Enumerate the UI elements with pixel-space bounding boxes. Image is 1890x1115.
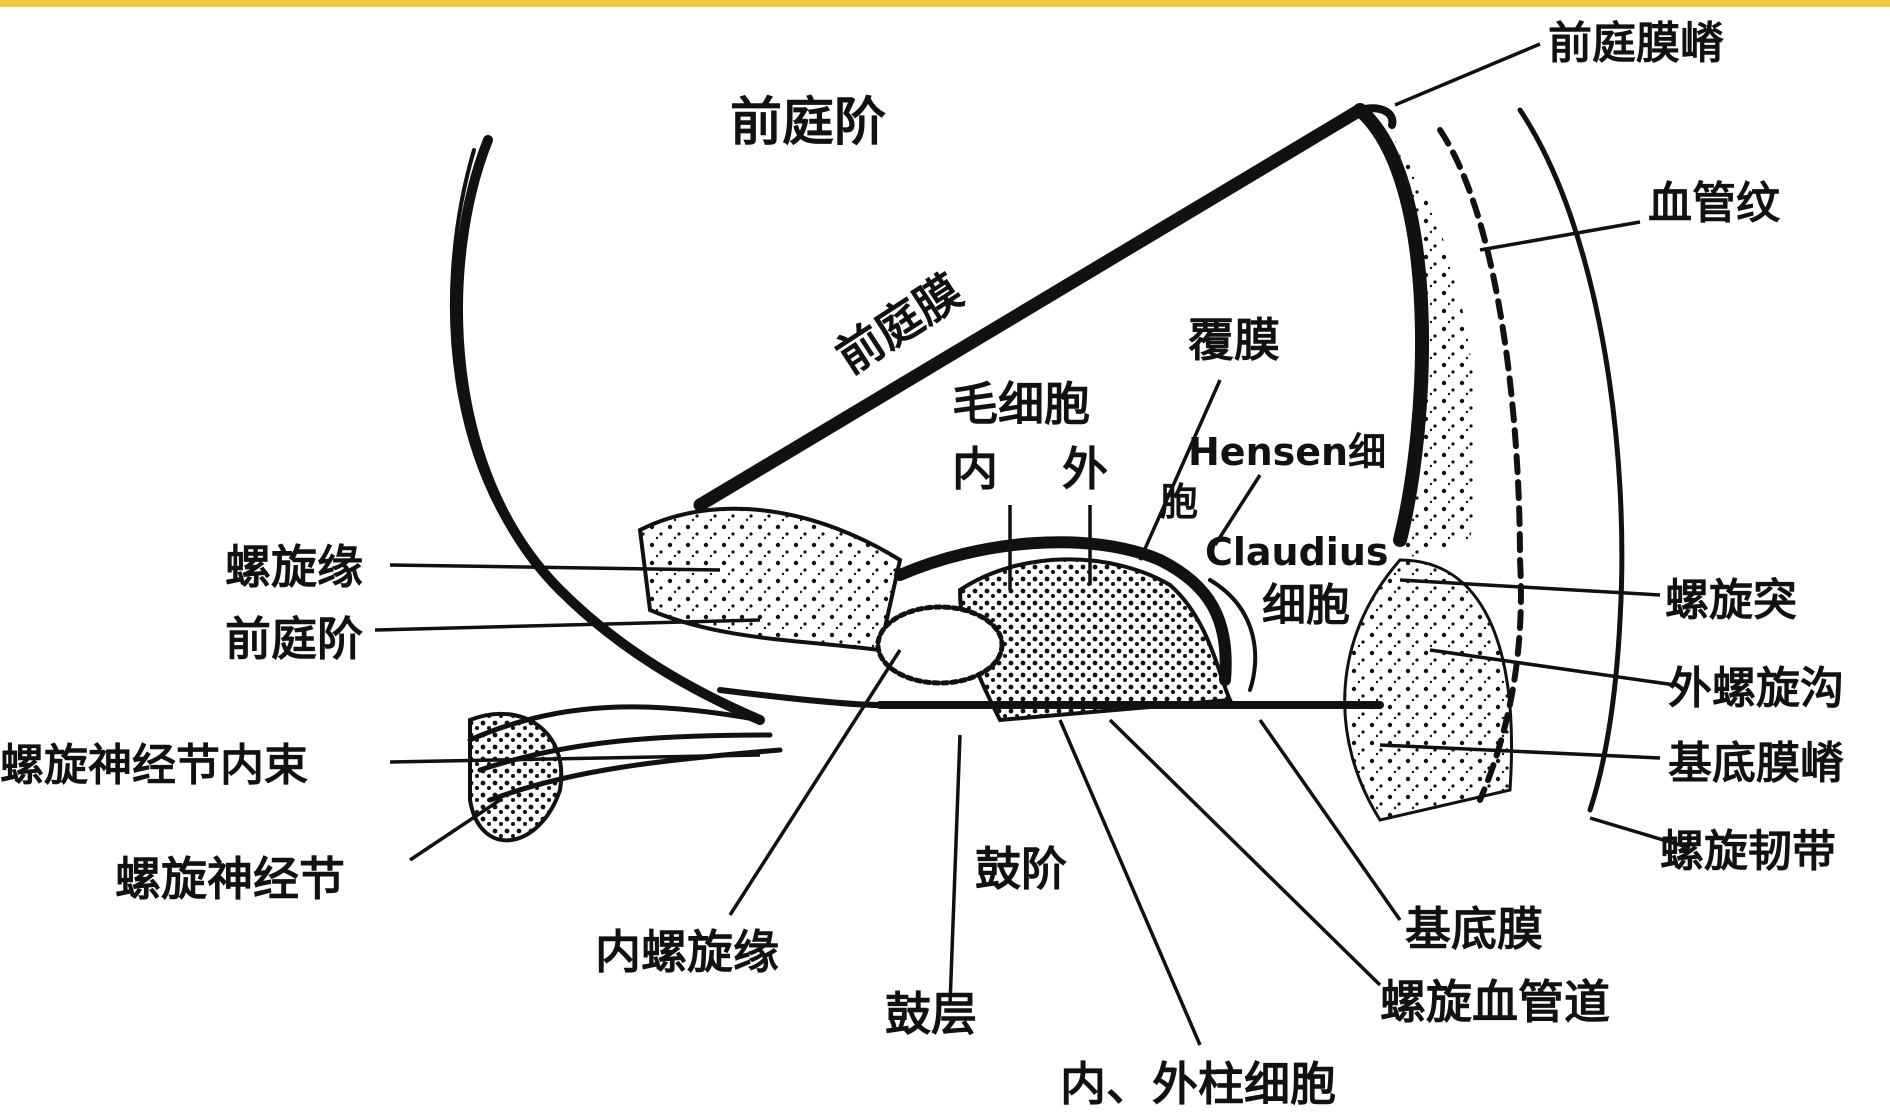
label-outer: 外 — [1062, 442, 1108, 496]
bony-lamina-outline — [458, 140, 760, 720]
label-tympanic-layer: 鼓层 — [885, 987, 977, 1041]
anatomy-drawing — [452, 108, 1622, 840]
label-basilar-membrane: 基底膜 — [1405, 902, 1543, 956]
label-hensen-cells-1: Hensen细 — [1188, 430, 1386, 474]
label-claudius-cells-2: 细胞 — [1262, 580, 1350, 631]
label-pillar-cells: 内、外柱细胞 — [1060, 1057, 1336, 1111]
label-stria-vascularis: 血管纹 — [1648, 178, 1781, 229]
label-claudius-cells-1: Claudius — [1205, 530, 1389, 574]
label-inner: 内 — [952, 442, 998, 496]
label-spiral-ganglion-inner-bundle: 螺旋神经节内束 — [0, 740, 308, 791]
label-spiral-ganglion: 螺旋神经节 — [115, 852, 345, 906]
label-spiral-prominence: 螺旋突 — [1665, 575, 1797, 626]
label-scala-vestibuli-wall: 前庭阶 — [225, 612, 363, 666]
label-spiral-ligament: 螺旋韧带 — [1660, 826, 1836, 877]
label-tectorial-membrane: 覆膜 — [1188, 313, 1280, 367]
label-outer-spiral-sulcus: 外螺旋沟 — [1668, 663, 1844, 714]
label-inner-spiral-sulcus: 内螺旋缘 — [595, 925, 779, 979]
label-scala-vestibuli: 前庭阶 — [730, 93, 886, 153]
label-hensen-cells-2: 胞 — [1160, 480, 1198, 524]
label-spiral-limbus: 螺旋缘 — [225, 540, 363, 594]
label-hair-cells: 毛细胞 — [952, 377, 1090, 431]
label-basilar-crest: 基底膜嵴 — [1668, 738, 1845, 789]
label-spiral-vessel: 螺旋血管道 — [1380, 975, 1610, 1029]
label-vestibular-lip: 前庭膜嵴 — [1548, 18, 1725, 69]
label-vestibular-membrane: 前庭膜 — [827, 264, 972, 384]
label-scala-tympani: 鼓阶 — [975, 842, 1067, 896]
